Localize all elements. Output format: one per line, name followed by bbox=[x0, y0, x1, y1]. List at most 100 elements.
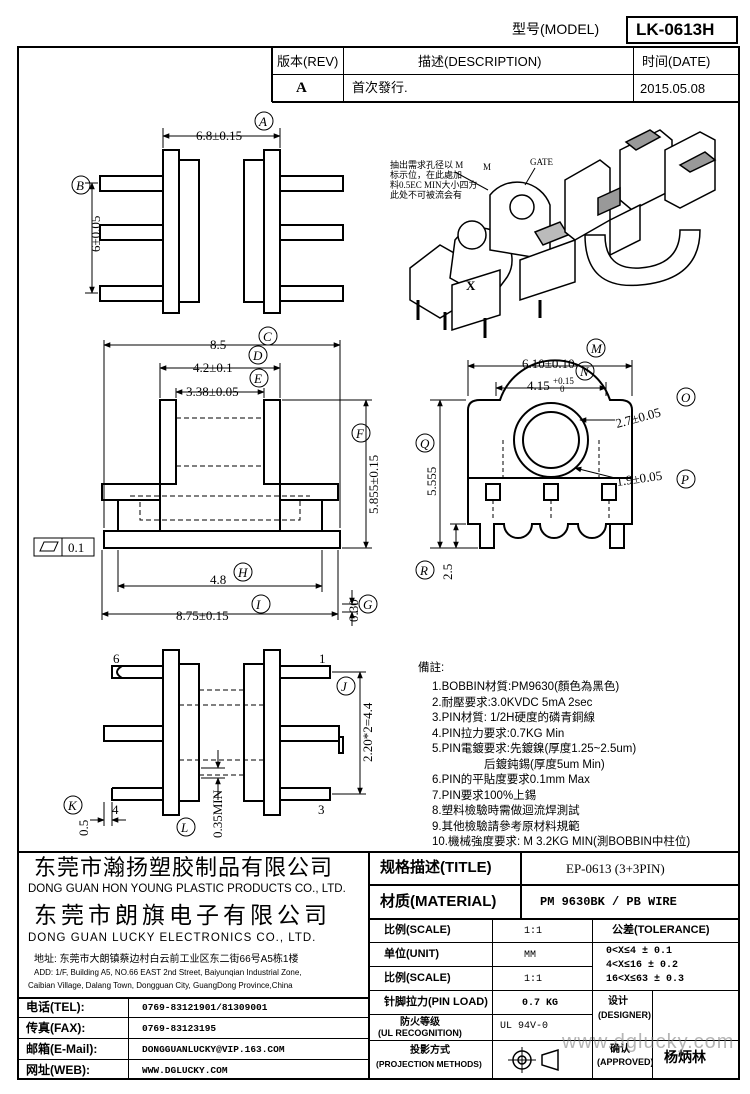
tel-value: 0769-83121901/81309001 bbox=[142, 1002, 268, 1013]
proj-label-2: (PROJECTION METHODS) bbox=[376, 1059, 482, 1069]
designer-label-2: (DESIGNER) bbox=[598, 1010, 652, 1020]
note-item: 9.其他檢驗請參考原材料規範 bbox=[432, 820, 580, 833]
dim-a-letter: A bbox=[258, 114, 267, 129]
dim-j-value: 2.20*2=4.4 bbox=[360, 702, 375, 762]
note-item: 5.PIN電鍍要求:先鍍鎳(厚度1.25~2.5um) bbox=[432, 743, 637, 755]
dim-f-value: 5.855±0.15 bbox=[366, 455, 381, 514]
grid-col-3 bbox=[652, 990, 653, 1080]
note-item: 6.PIN的平貼度要求0.1mm Max bbox=[432, 774, 590, 786]
pin-4: 4 bbox=[112, 802, 119, 817]
dim-e-value: 3.38±0.05 bbox=[186, 384, 239, 399]
dim-f-letter: F bbox=[355, 426, 365, 441]
dim-g-letter: G bbox=[363, 597, 373, 612]
note-item: 1.BOBBIN材質:PM9630(顏色為黑色) bbox=[432, 681, 620, 693]
pin-3: 3 bbox=[318, 802, 325, 817]
note-item: 8.塑料檢驗時需做迴流焊測試 bbox=[432, 805, 580, 817]
dim-n-value: 4.15 bbox=[527, 378, 550, 393]
iso-m-label: M bbox=[483, 162, 491, 172]
top-view bbox=[99, 149, 344, 314]
contact-line-2 bbox=[17, 1038, 369, 1039]
front-view bbox=[467, 359, 633, 549]
pinload-value: 0.7 KG bbox=[522, 998, 559, 1009]
dim-p-value: 1.9±0.05 bbox=[615, 468, 663, 489]
grid-line-4 bbox=[368, 1014, 592, 1015]
grid-col-2 bbox=[592, 918, 593, 1080]
scale-value: 1:1 bbox=[524, 926, 543, 937]
bottom-view bbox=[103, 649, 344, 816]
company1-en: DONG GUAN HON YOUNG PLASTIC PRODUCTS CO.… bbox=[28, 883, 346, 895]
date-value: 2015.05.08 bbox=[640, 81, 706, 96]
spec-line-2 bbox=[368, 918, 740, 920]
dim-i-letter: I bbox=[255, 597, 261, 612]
dim-c-value: 8.5 bbox=[210, 337, 226, 352]
tolerance-row-3: 16<X≤63 ± 0.3 bbox=[606, 974, 685, 985]
title-label: 规格描述(TITLE) bbox=[380, 859, 492, 876]
pinload-label: 针脚拉力(PIN LOAD) bbox=[384, 996, 488, 1008]
grid-line-3 bbox=[368, 990, 740, 991]
company-address-en1: ADD: 1/F, Building A5, NO.66 EAST 2nd St… bbox=[34, 968, 302, 977]
date-label: 时间(DATE) bbox=[642, 54, 711, 69]
dim-d-value: 4.2±0.1 bbox=[193, 360, 233, 375]
note-item: 7.PIN要求100%上錫 bbox=[432, 789, 537, 802]
dim-o-value: 2.7±0.05 bbox=[614, 404, 662, 430]
pin-1: 1 bbox=[319, 651, 326, 666]
flatness-value: 0.1 bbox=[68, 540, 84, 555]
company2-en: DONG GUAN LUCKY ELECTRONICS CO., LTD. bbox=[28, 932, 317, 944]
unit-value: MM bbox=[524, 950, 537, 961]
unit-label: 单位(UNIT) bbox=[384, 948, 439, 960]
dim-r-value: 2.5 bbox=[440, 564, 455, 580]
rev-label: 版本(REV) bbox=[277, 54, 339, 69]
note-item: 3.PIN材質: 1/2H硬度的磷青銅線 bbox=[432, 712, 595, 724]
ul-label-1: 防火等级 bbox=[400, 1017, 440, 1028]
contact-line-1 bbox=[17, 1017, 369, 1018]
dim-l-value: 0.35MIN bbox=[210, 789, 225, 838]
approved-label-2: (APPROVED) bbox=[597, 1057, 654, 1067]
note-item: 2.耐壓要求:3.0KVDC 5mA 2sec bbox=[432, 696, 593, 709]
dim-q-value: 5.555 bbox=[424, 467, 439, 496]
scale2-label: 比例(SCALE) bbox=[384, 972, 451, 984]
dim-d-letter: D bbox=[252, 348, 263, 363]
scale2-value: 1:1 bbox=[524, 974, 543, 985]
isometric-view-right bbox=[564, 129, 717, 287]
web-label: 网址(WEB): bbox=[26, 1063, 90, 1077]
dim-g-value: 0.30 bbox=[346, 599, 361, 622]
isometric-view-left bbox=[409, 181, 576, 338]
company-address-cn: 地址: 东莞市大朗镇蔡边村白云前工业区东二街66号A5栋1楼 bbox=[34, 954, 299, 965]
dim-m-letter: M bbox=[590, 341, 603, 356]
dim-n-letter: N bbox=[579, 364, 590, 379]
mail-label: 邮箱(E-Mail): bbox=[26, 1042, 98, 1056]
dim-b-value: 6±0.05 bbox=[88, 216, 103, 252]
desc-label: 描述(DESCRIPTION) bbox=[418, 54, 542, 69]
rev-value: A bbox=[296, 80, 307, 96]
titleblock-top-line bbox=[17, 851, 740, 853]
drawing-frame bbox=[17, 46, 740, 1080]
pin-6: 6 bbox=[113, 651, 120, 666]
dim-c-letter: C bbox=[263, 329, 272, 344]
iso-x-label: X bbox=[466, 278, 476, 293]
tolerance-row-2: 4<X≤16 ± 0.2 bbox=[606, 960, 679, 971]
iso-note-1: 抽出需求孔径以 M bbox=[390, 159, 463, 170]
approved-label-1: 确认 bbox=[610, 1044, 630, 1055]
model-box bbox=[626, 16, 738, 44]
company-address-en2: Caibian Village, Dalang Town, Dongguan C… bbox=[28, 981, 293, 990]
ul-value: UL 94V-0 bbox=[500, 1021, 549, 1032]
dim-m-value: 6.10±0.10 bbox=[522, 356, 575, 371]
note-item: 后鍍鈍錫(厚度5um Min) bbox=[484, 758, 605, 771]
note-item: 4.PIN拉力要求:0.7KG Min bbox=[432, 727, 565, 740]
watermark: www.dglucky.com bbox=[562, 1031, 735, 1053]
dim-n-tol: +0.15 bbox=[553, 376, 574, 386]
dim-r-letter: R bbox=[419, 563, 428, 578]
fax-label: 传真(FAX): bbox=[26, 1021, 86, 1035]
contact-col-line bbox=[128, 997, 129, 1080]
notes-title: 備註: bbox=[418, 662, 445, 674]
desc-value: 首次發行. bbox=[352, 80, 408, 95]
dim-j-letter: J bbox=[341, 679, 348, 694]
material-value: PM 9630BK / PB WIRE bbox=[540, 895, 677, 909]
tolerance-label: 公差(TOLERANCE) bbox=[612, 924, 710, 936]
note-item: 10.機械強度要求: M 3.2KG MIN(測BOBBIN中柱位) bbox=[432, 836, 691, 848]
contact-top-line bbox=[17, 997, 369, 999]
iso-note-4: 此处不可被流会有 bbox=[390, 189, 462, 200]
approved-value: 杨炳林 bbox=[664, 1049, 706, 1065]
model-label: 型号(MODEL) bbox=[512, 21, 600, 37]
dim-b-letter: B bbox=[76, 178, 84, 193]
